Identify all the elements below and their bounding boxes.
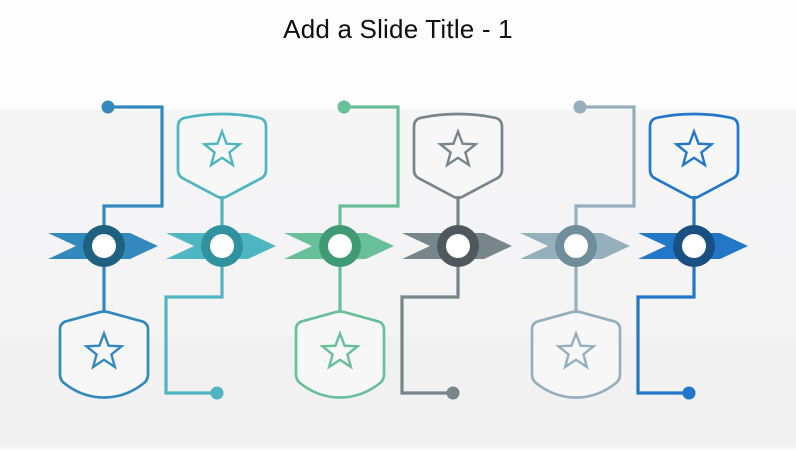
- milestone-center: [92, 234, 116, 258]
- slide-title: Add a Slide Title - 1: [283, 14, 513, 44]
- timeline-item-2-connectors: [164, 112, 268, 400]
- milestone-center: [564, 234, 588, 258]
- timeline-item-3-node: [319, 225, 361, 267]
- timeline-item-1-node: [83, 225, 125, 267]
- milestone-layer: [83, 225, 715, 267]
- milestone-center: [210, 234, 234, 258]
- connector-line: [164, 246, 224, 395]
- star-badge: [58, 310, 150, 399]
- milestone-center: [446, 234, 470, 258]
- star-badge: [648, 112, 740, 200]
- milestone-center: [328, 234, 352, 258]
- timeline-item-6-connectors: [636, 112, 740, 400]
- star-badge: [530, 310, 622, 399]
- timeline-item-5-node: [555, 225, 597, 267]
- endpoint-dot: [337, 100, 351, 114]
- star-badge: [294, 310, 386, 399]
- connector-line: [574, 105, 636, 247]
- endpoint-dot: [210, 386, 224, 400]
- timeline-item-2-node: [201, 225, 243, 267]
- milestone-center: [682, 234, 706, 258]
- endpoint-dot: [573, 100, 587, 114]
- star-badge: [176, 112, 268, 200]
- star-badge: [412, 112, 504, 200]
- timeline-item-4-node: [437, 225, 479, 267]
- connector-layer: [58, 100, 740, 400]
- endpoint-dot: [682, 386, 696, 400]
- connector-line: [400, 246, 460, 395]
- endpoint-dot: [446, 386, 460, 400]
- connector-line: [636, 246, 696, 395]
- endpoint-dot: [101, 100, 115, 114]
- connector-line: [338, 105, 400, 247]
- timeline-item-6-node: [673, 225, 715, 267]
- chevron-band: [48, 233, 748, 259]
- connector-line: [102, 105, 164, 247]
